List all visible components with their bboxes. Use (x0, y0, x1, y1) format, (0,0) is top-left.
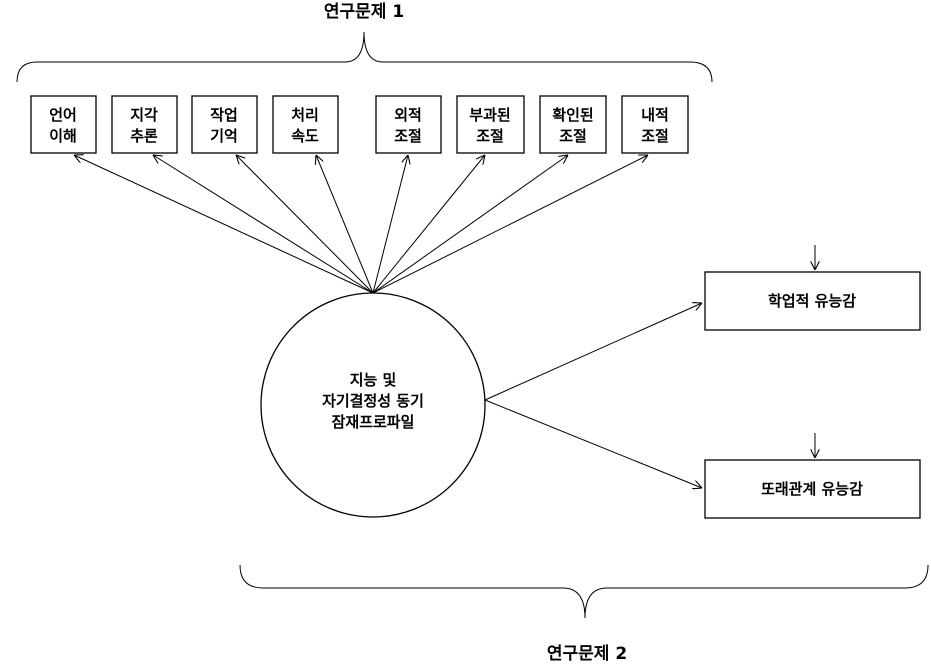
indicator-box-3: 작업 기억 (191, 95, 258, 154)
indicator-1-line1: 언어 (49, 106, 77, 124)
indicator-4-line2: 속도 (291, 127, 319, 145)
indicator-box-6: 부과된 조절 (456, 95, 525, 154)
arrow-to-peer (484, 399, 702, 488)
indicator-3-line1: 작업 (210, 106, 238, 124)
arrow-to-indicator-6 (372, 155, 485, 294)
indicator-box-8: 내적 조절 (621, 95, 689, 154)
indicator-2-line2: 추론 (130, 127, 158, 145)
arrow-to-indicator-3 (236, 155, 374, 294)
indicator-5-line2: 조절 (394, 127, 422, 145)
indicator-box-5: 외적 조절 (375, 95, 442, 154)
arrow-to-academic (484, 303, 702, 401)
latent-profile-node: 지능 및 자기결정성 동기 잠재프로파일 (260, 292, 486, 518)
indicator-8-line2: 조절 (641, 127, 669, 145)
latent-line-2: 자기결정성 동기 (322, 392, 424, 410)
indicator-arrows (74, 155, 648, 294)
latent-line-3: 잠재프로파일 (332, 413, 415, 431)
indicator-5-line1: 외적 (394, 106, 422, 124)
bottom-brace (239, 564, 929, 619)
top-brace (16, 31, 713, 83)
arrow-to-indicator-8 (372, 155, 648, 294)
outcome-box-academic: 학업적 유능감 (704, 271, 921, 331)
indicator-2-line1: 지각 (130, 106, 158, 124)
arrow-to-indicator-5 (372, 155, 408, 294)
arrow-to-indicator-1 (74, 155, 374, 294)
indicator-7-line1: 확인된 (552, 106, 593, 124)
indicator-box-2: 지각 추론 (111, 95, 178, 154)
indicator-box-1: 언어 이해 (30, 95, 97, 154)
arrow-to-indicator-2 (153, 155, 374, 294)
indicator-box-4: 처리 속도 (272, 95, 339, 154)
indicator-box-7: 확인된 조절 (539, 95, 607, 154)
outcome-academic-label: 학업적 유능감 (768, 292, 856, 310)
indicator-4-line1: 처리 (291, 106, 319, 124)
latent-line-1: 지능 및 (350, 371, 397, 389)
indicator-7-line2: 조절 (559, 127, 587, 145)
outcome-peer-label: 또래관계 유능감 (761, 480, 863, 498)
indicator-3-line2: 기억 (210, 127, 238, 145)
research-question-2-label: 연구문제 2 (547, 644, 627, 664)
arrow-to-indicator-4 (316, 155, 374, 294)
arrow-to-indicator-7 (372, 155, 568, 294)
indicator-6-line2: 조절 (476, 127, 504, 145)
indicator-1-line2: 이해 (49, 127, 77, 145)
indicator-6-line1: 부과된 (469, 106, 510, 124)
indicator-8-line1: 내적 (641, 106, 669, 124)
research-question-1-label: 연구문제 1 (324, 2, 404, 22)
outcome-box-peer: 또래관계 유능감 (704, 459, 921, 519)
